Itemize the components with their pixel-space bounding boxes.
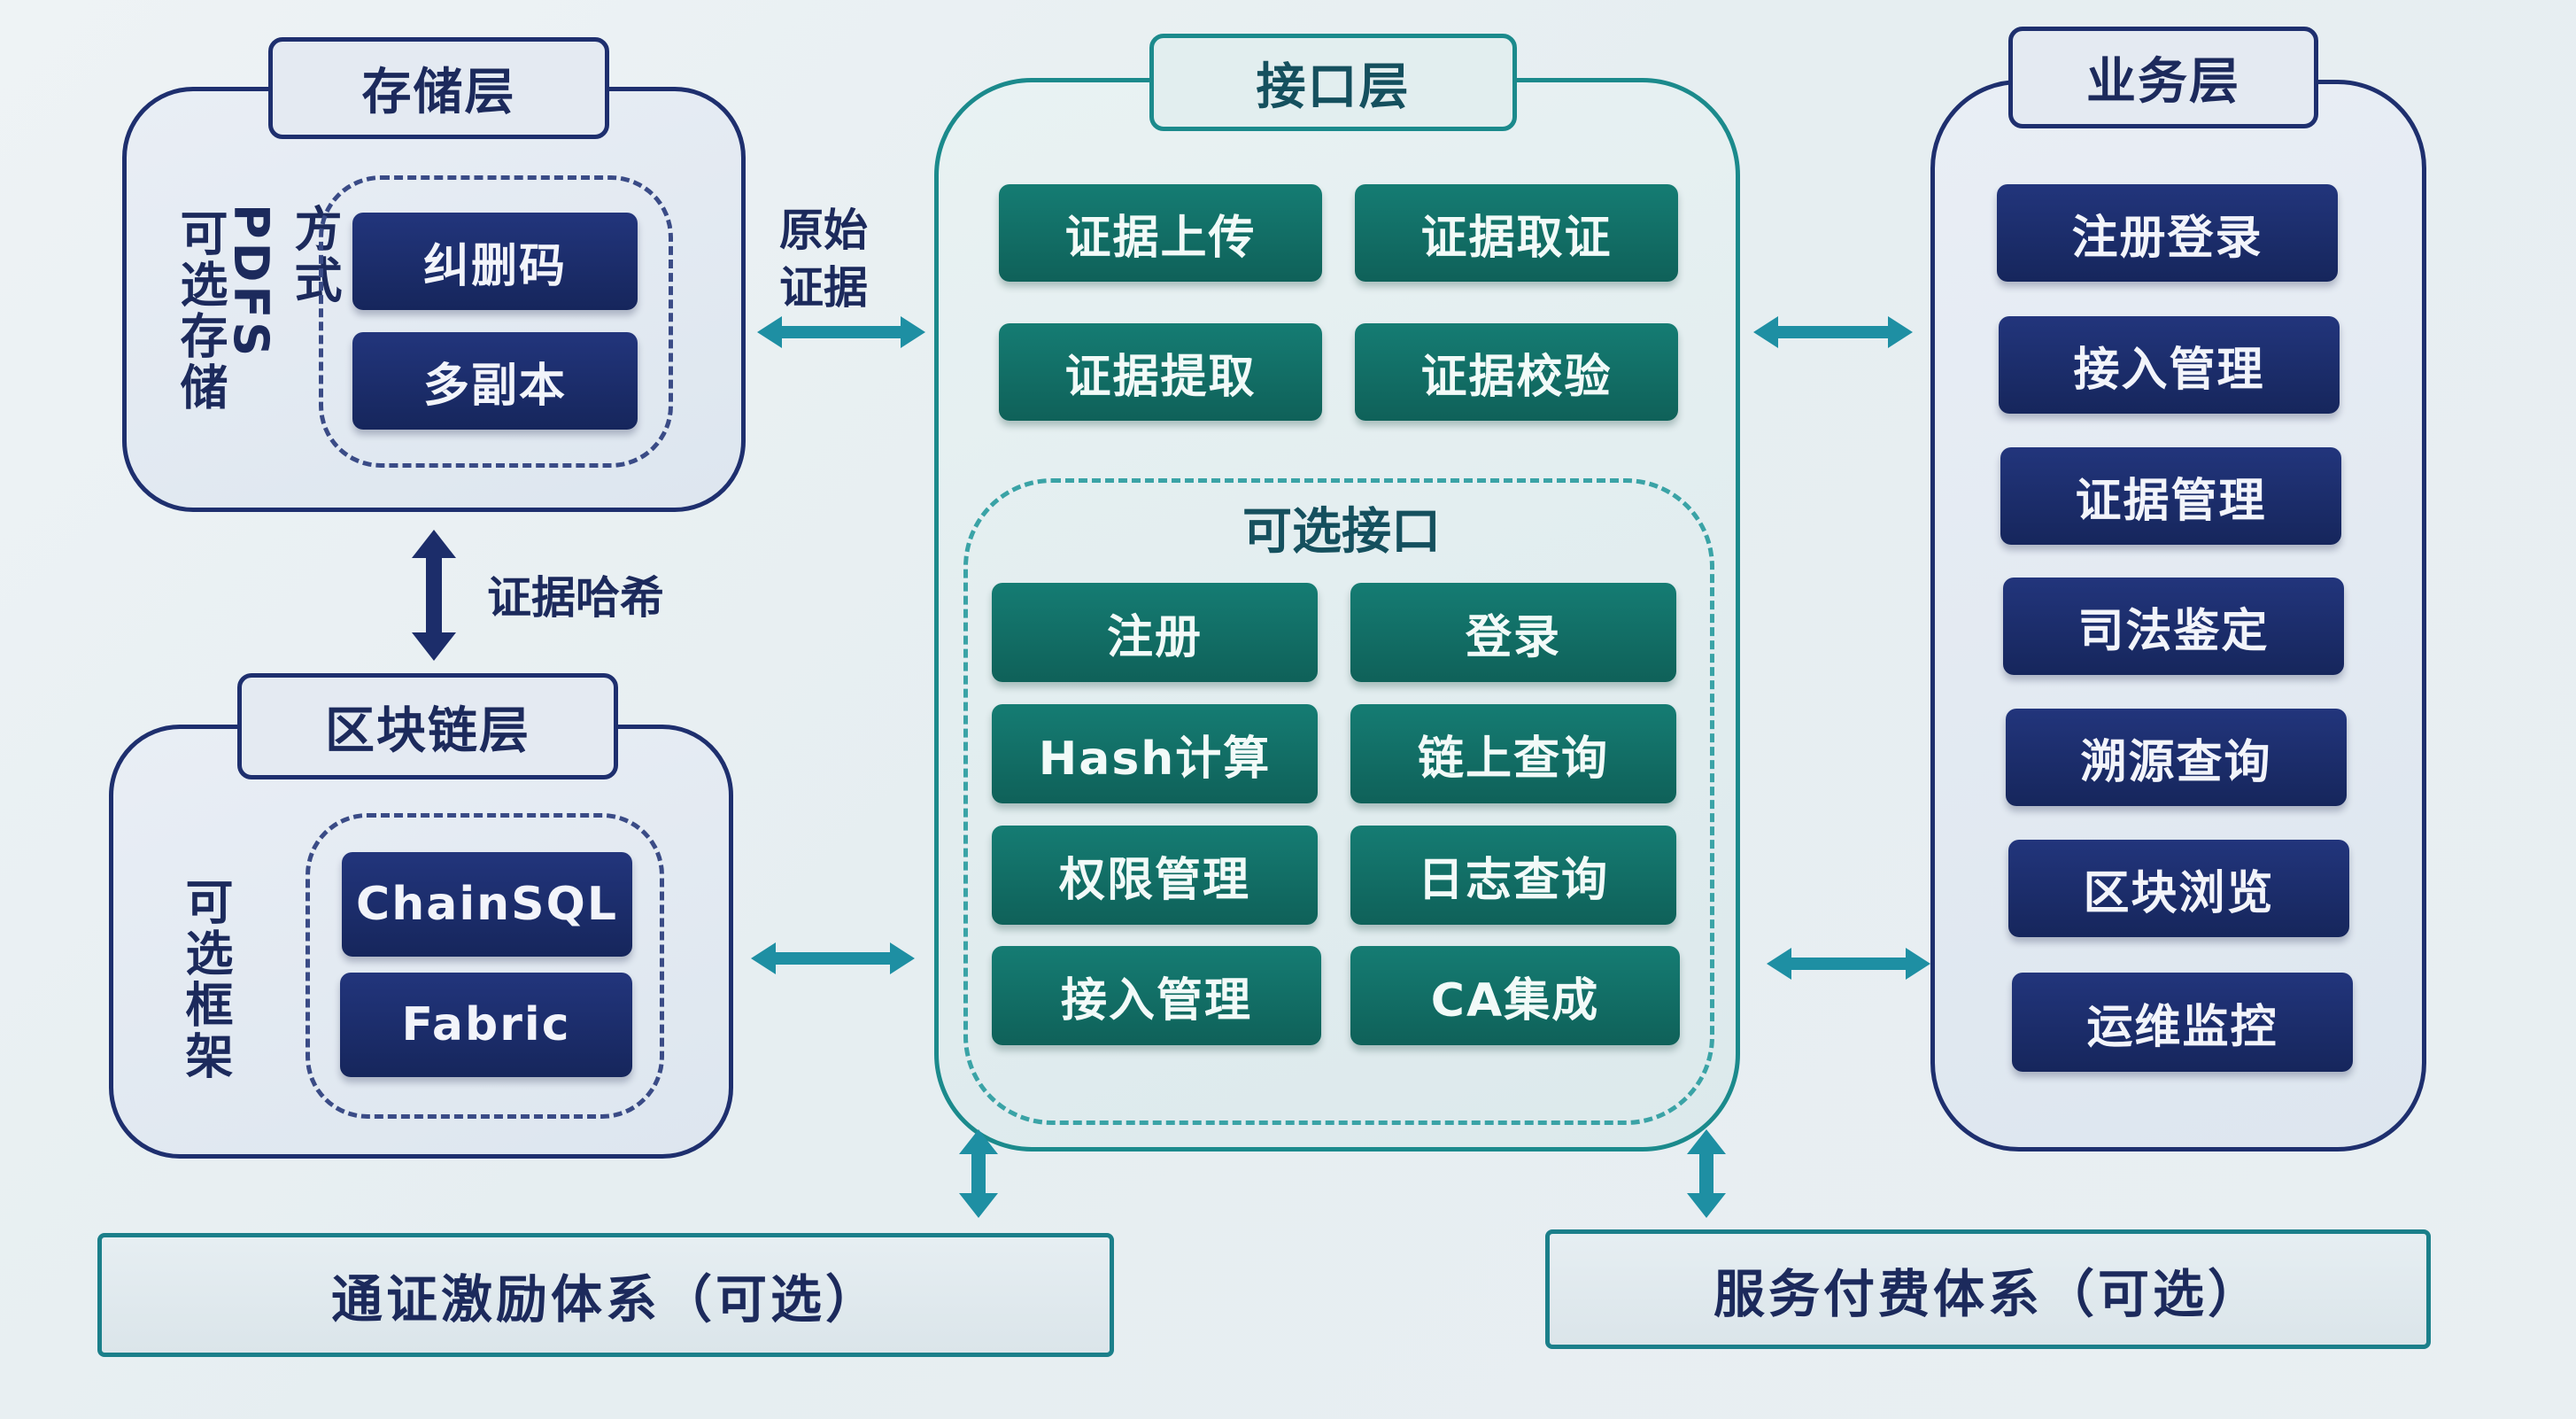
optional-interface-title: 可选接口	[1242, 503, 1441, 561]
interface-fee-arrow	[1687, 1129, 1726, 1218]
interface-business-arrow-top	[1753, 316, 1913, 348]
ops-monitoring-button[interactable]: 运维监控	[2012, 973, 2353, 1072]
erasure-code-button[interactable]: 纠删码	[352, 213, 638, 310]
optional-interface-group	[963, 478, 1714, 1125]
chainsql-button[interactable]: ChainSQL	[342, 852, 632, 957]
raw-evidence-label-2: 证据	[779, 262, 868, 314]
permission-management-button[interactable]: 权限管理	[992, 826, 1318, 925]
interface-layer-title: 接口层	[1149, 34, 1517, 131]
evidence-hash-label: 证据哈希	[487, 572, 664, 624]
trace-query-button[interactable]: 溯源查询	[2006, 709, 2347, 806]
storage-side-label-2: 方式PDFS	[223, 204, 342, 361]
register-button[interactable]: 注册	[992, 583, 1318, 682]
service-fee-bar[interactable]: 服务付费体系（可选）	[1545, 1229, 2431, 1349]
business-evidence-management-button[interactable]: 证据管理	[2000, 447, 2341, 545]
raw-evidence-label-1: 原始	[779, 205, 868, 256]
storage-interface-arrow	[757, 316, 925, 348]
hash-compute-button[interactable]: Hash计算	[992, 704, 1318, 803]
evidence-extract-button[interactable]: 证据提取	[999, 323, 1322, 421]
blockchain-interface-arrow	[751, 942, 915, 974]
business-access-management-button[interactable]: 接入管理	[1999, 316, 2340, 414]
blockchain-layer-title: 区块链层	[237, 673, 618, 779]
access-management-button[interactable]: 接入管理	[992, 946, 1321, 1045]
log-query-button[interactable]: 日志查询	[1350, 826, 1676, 925]
on-chain-query-button[interactable]: 链上查询	[1350, 704, 1676, 803]
storage-blockchain-arrow	[412, 530, 456, 661]
business-register-login-button[interactable]: 注册登录	[1997, 184, 2338, 282]
block-browse-button[interactable]: 区块浏览	[2008, 840, 2349, 937]
blockchain-options-group	[306, 813, 664, 1119]
judicial-appraisal-button[interactable]: 司法鉴定	[2003, 578, 2344, 675]
storage-layer-title: 存储层	[268, 37, 609, 139]
evidence-verify-button[interactable]: 证据校验	[1355, 323, 1678, 421]
fabric-button[interactable]: Fabric	[340, 973, 632, 1077]
evidence-upload-button[interactable]: 证据上传	[999, 184, 1322, 282]
multi-replica-button[interactable]: 多副本	[352, 332, 638, 430]
ca-integration-button[interactable]: CA集成	[1350, 946, 1680, 1045]
business-layer-title: 业务层	[2008, 27, 2318, 128]
token-incentive-bar[interactable]: 通证激励体系（可选）	[97, 1233, 1114, 1357]
login-button[interactable]: 登录	[1350, 583, 1676, 682]
blockchain-side-label: 可选框架	[177, 877, 233, 1082]
storage-options-group	[319, 175, 673, 468]
interface-token-arrow	[959, 1129, 998, 1218]
storage-side-label-1: 可选存储	[172, 208, 228, 414]
evidence-collect-button[interactable]: 证据取证	[1355, 184, 1678, 282]
interface-business-arrow-bottom	[1767, 948, 1930, 980]
